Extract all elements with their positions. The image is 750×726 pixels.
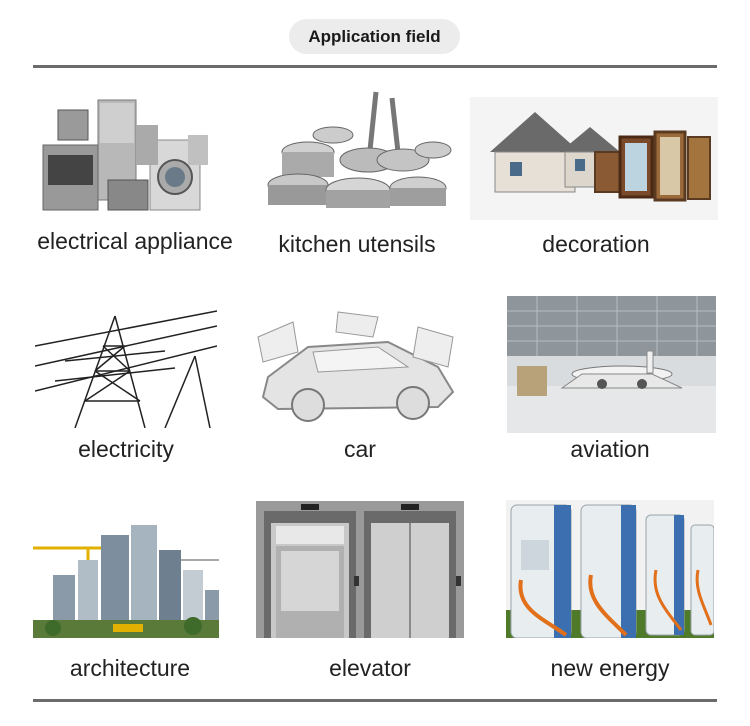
item-label-decoration: decoration (542, 231, 650, 257)
item-label-new-energy: new energy (550, 655, 670, 681)
item-label-electricity: electricity (78, 436, 174, 462)
elevator-image (256, 501, 464, 638)
item-label-electrical-appliance: electrical appliance (37, 228, 233, 254)
decoration-image (470, 97, 718, 220)
header-pill: Application field (289, 19, 460, 54)
item-label-kitchen-utensils: kitchen utensils (278, 231, 436, 257)
top-divider (33, 65, 717, 68)
item-label-elevator: elevator (329, 655, 411, 681)
aviation-image (507, 296, 716, 433)
kitchen-utensils-image (258, 90, 456, 218)
car-image (238, 297, 478, 439)
bottom-divider (33, 699, 717, 702)
electrical-appliance-image (38, 95, 214, 220)
item-label-aviation: aviation (570, 436, 650, 462)
architecture-image (33, 520, 219, 638)
new-energy-image (506, 500, 714, 638)
page-title: Application field (308, 26, 441, 46)
item-label-car: car (344, 436, 376, 462)
item-label-architecture: architecture (69, 655, 191, 681)
electricity-image (35, 306, 217, 428)
